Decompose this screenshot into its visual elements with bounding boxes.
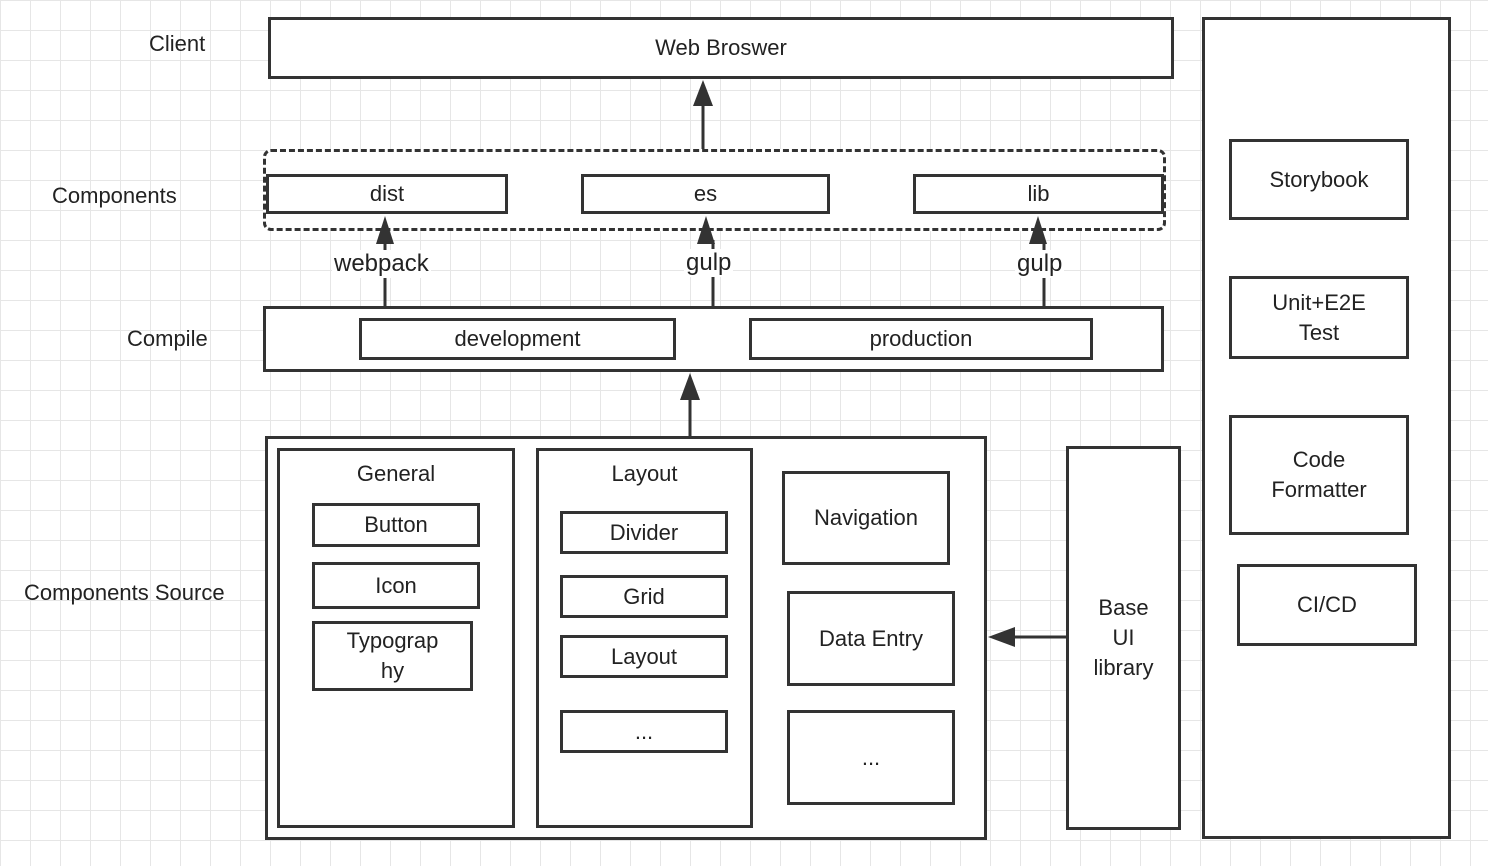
dist-box: dist [266, 174, 508, 214]
storybook-box: Storybook [1229, 139, 1409, 220]
layout-item-box: Layout [560, 635, 728, 678]
arrowhead-lib [1029, 216, 1047, 244]
layout-title: Layout [611, 461, 678, 486]
arrowhead-dist [376, 216, 394, 244]
code-formatter-box: Code Formatter [1229, 415, 1409, 535]
layout-more-box: ... [560, 710, 728, 753]
row-label-client: Client [149, 31, 206, 56]
ci-cd-box: CI/CD [1237, 564, 1417, 646]
web-browser-box: Web Broswer [268, 17, 1174, 79]
icon-box: Icon [312, 562, 480, 609]
arrowhead-compile [680, 373, 700, 400]
unit-e2e-test-box: Unit+E2E Test [1229, 276, 1409, 359]
row-label-compile: Compile [127, 326, 208, 351]
edge-label-webpack: webpack [332, 250, 431, 278]
grid-box: Grid [560, 575, 728, 618]
navigation-box: Navigation [782, 471, 950, 565]
edge-label-gulp-es: gulp [684, 249, 734, 277]
data-entry-box: Data Entry [787, 591, 955, 686]
general-title: General [356, 461, 436, 486]
arrowhead-browser [693, 80, 713, 106]
lib-box: lib [913, 174, 1164, 214]
arrowhead-source [988, 627, 1015, 647]
row-label-components-source: Components Source [24, 580, 225, 605]
production-box: production [749, 318, 1093, 360]
edge-label-gulp-lib: gulp [1015, 250, 1065, 278]
source-more-box: ... [787, 710, 955, 805]
typography-box: Typograp hy [312, 621, 473, 691]
development-box: development [359, 318, 676, 360]
row-label-components: Components [52, 183, 177, 208]
base-ui-library-box: Base UI library [1066, 446, 1181, 830]
button-box: Button [312, 503, 480, 547]
es-box: es [581, 174, 830, 214]
arrowhead-es [697, 216, 715, 244]
divider-box: Divider [560, 511, 728, 554]
